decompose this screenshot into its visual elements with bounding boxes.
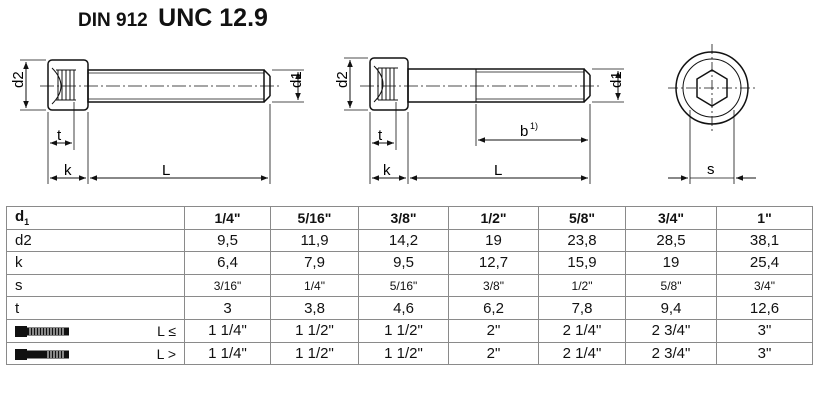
table-cell: 7,8 xyxy=(538,296,626,320)
table-cell: 3/8" xyxy=(448,273,539,298)
row-label-cell: L ≤ xyxy=(6,318,185,343)
table-row: L ≤ 1 1/4" 1 1/2" 1 1/2" 2" 2 1/4" 2 3/4… xyxy=(6,318,813,343)
table-cell: 1 1/2" xyxy=(358,341,449,366)
table-cell: 12,7 xyxy=(448,251,539,275)
standard-label: DIN 912 xyxy=(78,10,148,31)
table-cell: 1 1/2" xyxy=(270,341,359,366)
table-cell: 5/8" xyxy=(625,273,717,298)
table-cell: 38,1 xyxy=(716,228,813,253)
dimension-table: d1 1/4" 5/16" 3/8" 1/2" 5/8" 3/4" 1" d2 … xyxy=(6,206,813,366)
table-cell: 9,5 xyxy=(184,228,271,253)
row-label-cell: L > xyxy=(6,341,185,366)
hex-socket-end-view xyxy=(668,44,756,184)
thread-class-label: UNC 12.9 xyxy=(158,4,268,32)
table-cell: 1/4" xyxy=(270,273,359,298)
b-label: b xyxy=(520,123,528,140)
b-footnote-marker: 1) xyxy=(530,121,538,131)
d1-label-1: d1 xyxy=(288,71,305,88)
table-cell: 6,2 xyxy=(448,296,539,320)
table-row: k 6,4 7,9 9,5 12,7 15,9 19 25,4 xyxy=(6,251,813,275)
table-cell: 1 1/2" xyxy=(270,318,359,343)
row-label: k xyxy=(6,251,185,275)
table-cell: 1 1/4" xyxy=(184,341,271,366)
size-cell: 3/8" xyxy=(358,206,449,230)
l-label-2: L xyxy=(494,162,502,179)
table-cell: 9,4 xyxy=(625,296,717,320)
s-label: s xyxy=(707,161,715,178)
table-cell: 3" xyxy=(716,341,813,366)
row-label: t xyxy=(6,296,185,320)
table-cell: 7,9 xyxy=(270,251,359,275)
table-cell: 12,6 xyxy=(716,296,813,320)
table-cell: 2" xyxy=(448,341,539,366)
table-cell: 3/16" xyxy=(184,273,271,298)
table-cell: 9,5 xyxy=(358,251,449,275)
t-label-2: t xyxy=(378,127,383,144)
size-cell: 5/8" xyxy=(538,206,626,230)
table-cell: 19 xyxy=(448,228,539,253)
d2-label-1: d2 xyxy=(10,71,27,88)
screw-drawing-partial-thread xyxy=(344,57,624,184)
technical-drawings: d2 d1 t k L xyxy=(10,44,756,184)
table-row: s 3/16" 1/4" 5/16" 3/8" 1/2" 5/8" 3/4" xyxy=(6,273,813,298)
size-cell: 1" xyxy=(716,206,813,230)
row-label: d2 xyxy=(6,228,185,253)
size-cell: 5/16" xyxy=(270,206,359,230)
table-cell: 25,4 xyxy=(716,251,813,275)
k-label-2: k xyxy=(383,162,391,179)
table-cell: 6,4 xyxy=(184,251,271,275)
table-cell: 28,5 xyxy=(625,228,717,253)
table-cell: 3,8 xyxy=(270,296,359,320)
table-cell: 1/2" xyxy=(538,273,626,298)
d1-label-2: d1 xyxy=(608,71,625,88)
full-thread-screw-icon xyxy=(15,325,69,337)
row-label: s xyxy=(6,273,185,298)
partial-thread-screw-icon xyxy=(15,348,69,360)
table-header-row: d1 1/4" 5/16" 3/8" 1/2" 5/8" 3/4" 1" xyxy=(6,206,813,230)
row-label: L > xyxy=(156,345,176,362)
table-cell: 2 3/4" xyxy=(625,341,717,366)
d2-label-2: d2 xyxy=(334,71,351,88)
header-label-cell: d1 xyxy=(6,206,185,230)
table-cell: 1 1/2" xyxy=(358,318,449,343)
table-cell: 3" xyxy=(716,318,813,343)
table-cell: 5/16" xyxy=(358,273,449,298)
table-cell: 2 1/4" xyxy=(538,341,626,366)
row-label: L ≤ xyxy=(157,322,176,339)
l-label-1: L xyxy=(162,162,170,179)
page-title: DIN 912 UNC 12.9 xyxy=(78,4,268,33)
k-label-1: k xyxy=(64,162,72,179)
table-cell: 3/4" xyxy=(716,273,813,298)
table-cell: 1 1/4" xyxy=(184,318,271,343)
table-cell: 11,9 xyxy=(270,228,359,253)
table-cell: 14,2 xyxy=(358,228,449,253)
table-cell: 2 1/4" xyxy=(538,318,626,343)
table-cell: 4,6 xyxy=(358,296,449,320)
screw-drawing-full-thread xyxy=(20,59,304,184)
table-row: L > 1 1/4" 1 1/2" 1 1/2" 2" 2 1/4" 2 3/4… xyxy=(6,341,813,366)
table-cell: 3 xyxy=(184,296,271,320)
size-cell: 1/2" xyxy=(448,206,539,230)
table-cell: 2 3/4" xyxy=(625,318,717,343)
table-cell: 23,8 xyxy=(538,228,626,253)
table-cell: 15,9 xyxy=(538,251,626,275)
t-label-1: t xyxy=(57,127,62,144)
size-cell: 1/4" xyxy=(184,206,271,230)
table-cell: 2" xyxy=(448,318,539,343)
table-row: d2 9,5 11,9 14,2 19 23,8 28,5 38,1 xyxy=(6,228,813,253)
table-cell: 19 xyxy=(625,251,717,275)
size-cell: 3/4" xyxy=(625,206,717,230)
table-row: t 3 3,8 4,6 6,2 7,8 9,4 12,6 xyxy=(6,296,813,320)
